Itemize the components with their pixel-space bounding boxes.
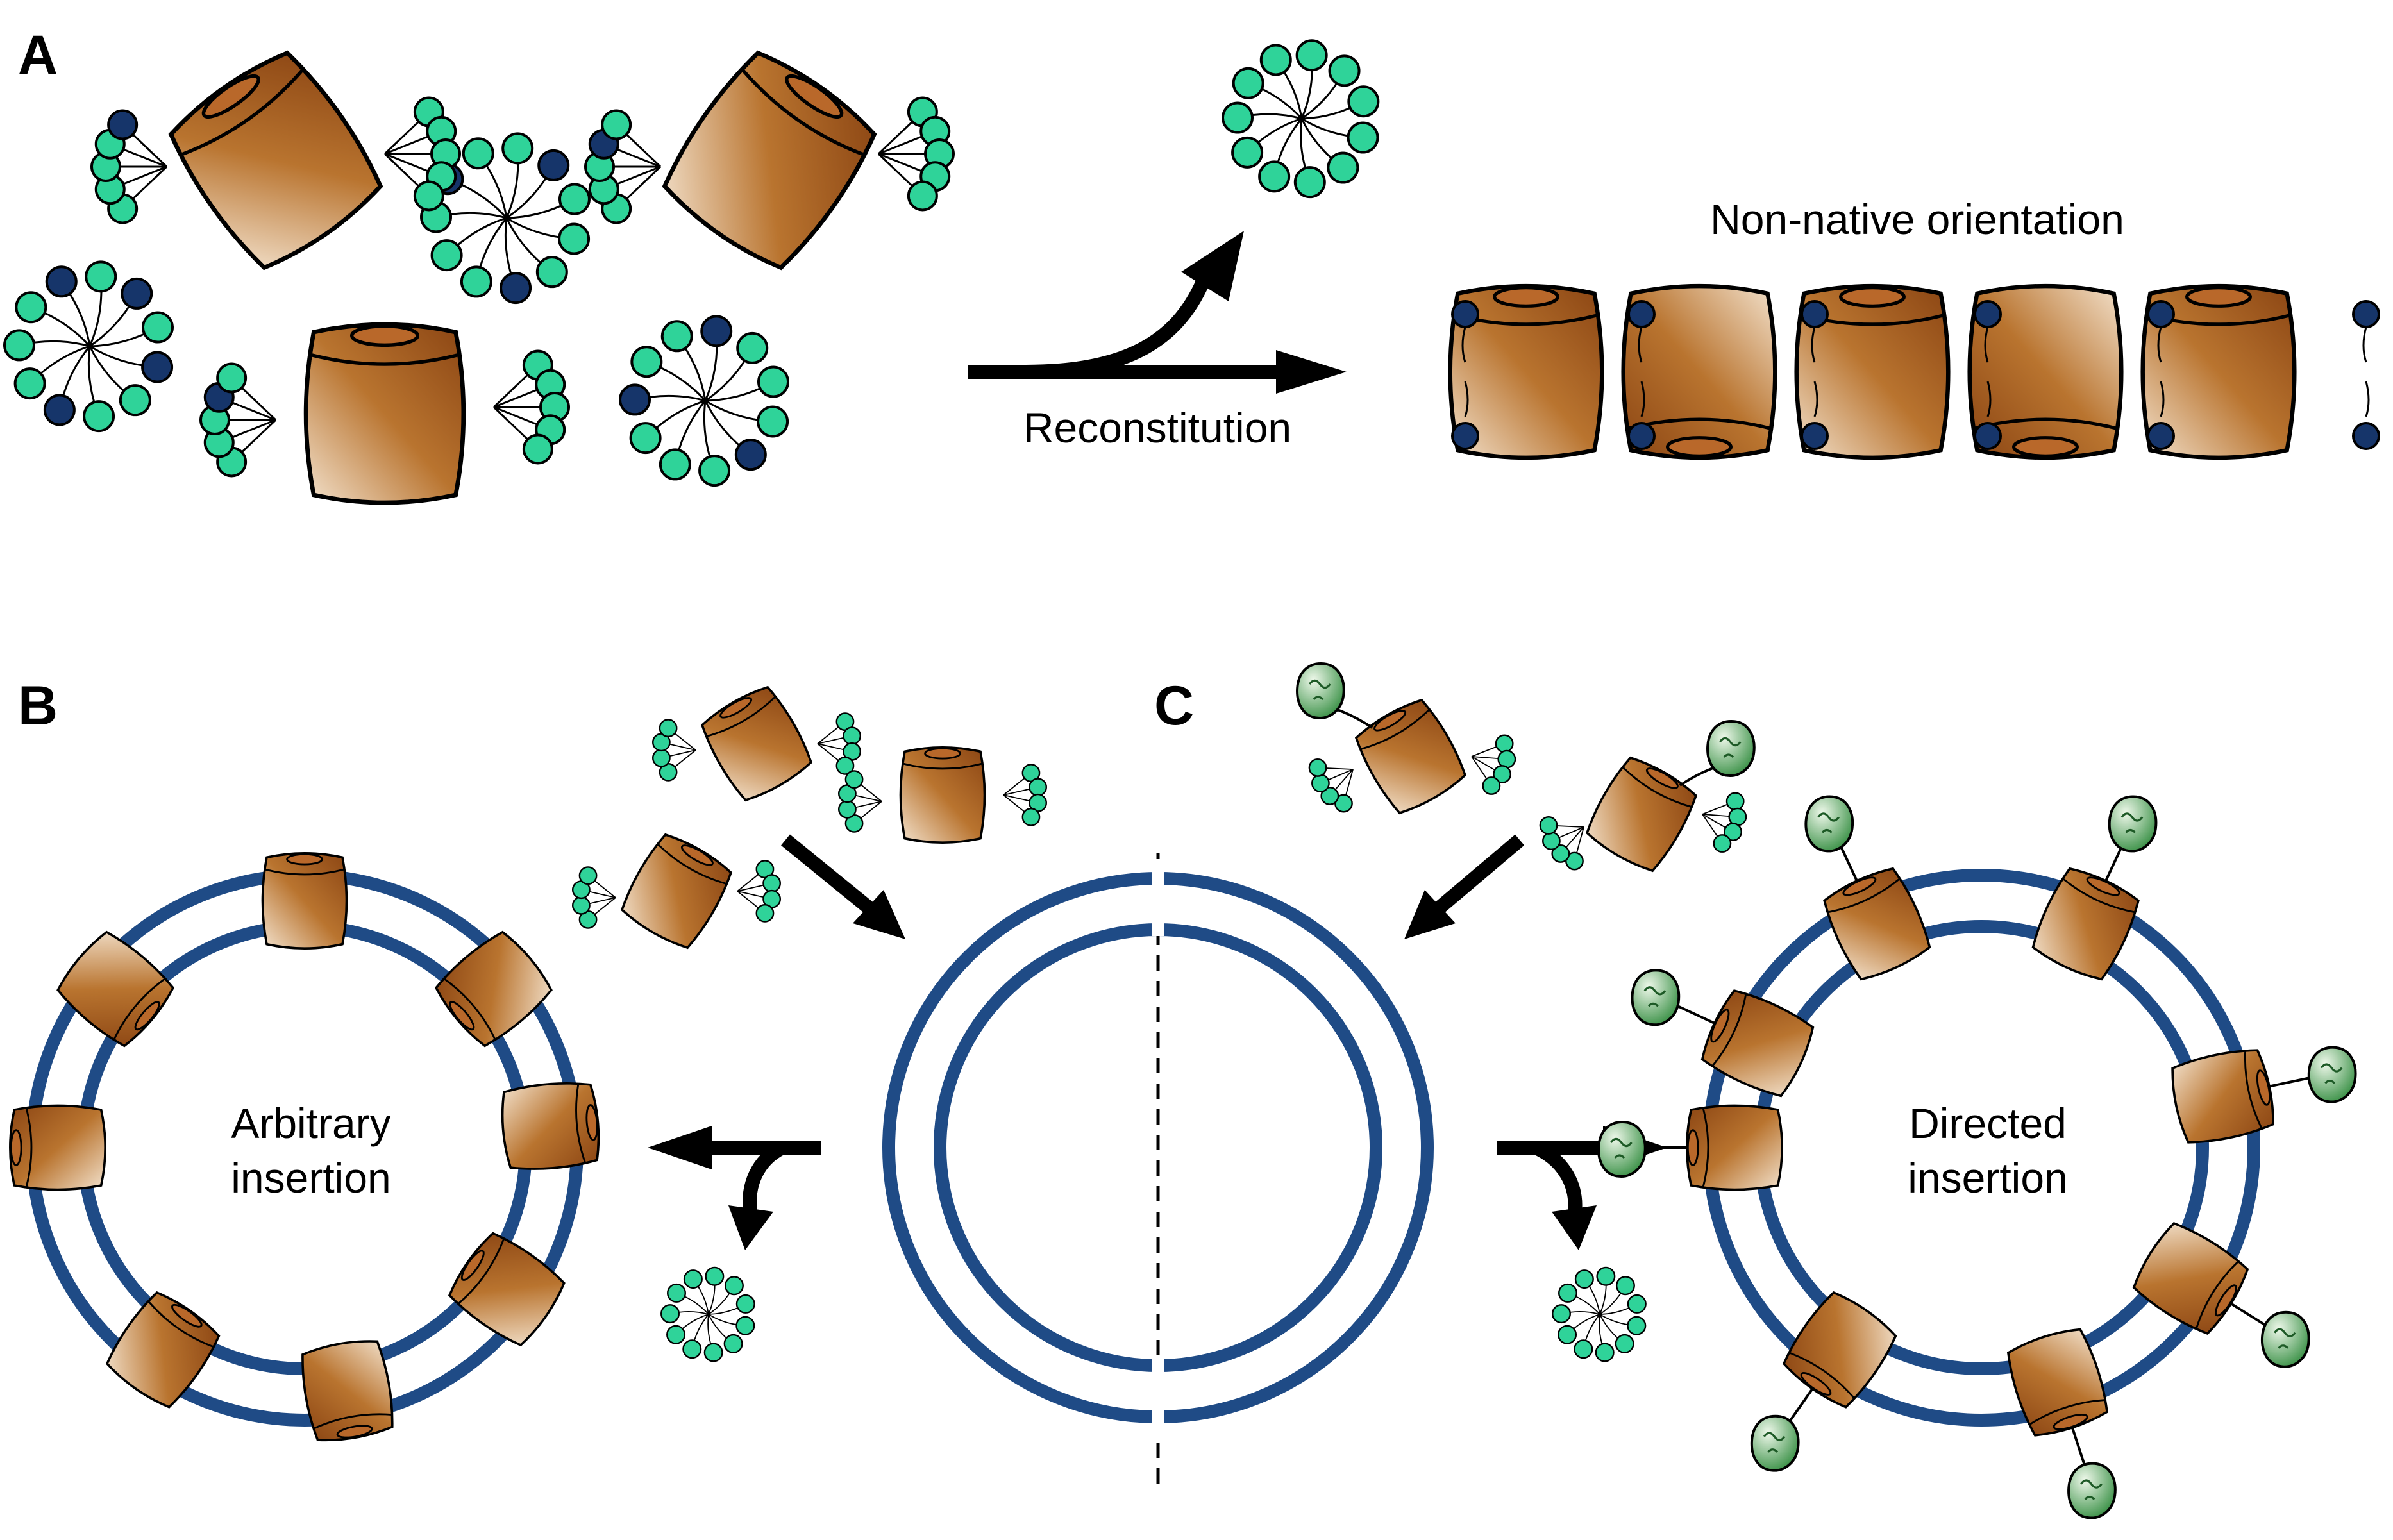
- empty-liposome: [882, 859, 1434, 1436]
- protein-icon: [9, 1104, 106, 1191]
- lipid-pair-icon: [1974, 300, 2002, 450]
- panel-a: Reconstitution Non-native orientation: [3, 39, 2380, 503]
- protein-icon: [296, 1335, 399, 1446]
- detergent-protein-complex: [90, 42, 461, 279]
- tagged-detergent-protein-complex: [1297, 664, 1516, 820]
- micelle-icon: [619, 315, 789, 487]
- affinity-tag-icon: [1806, 796, 1852, 851]
- protein-icon: [442, 1226, 571, 1352]
- reconstitution-label: Reconstitution: [1023, 404, 1291, 451]
- directed-insertion-line1: Directed: [1909, 1100, 2067, 1147]
- proteoliposome-arbitrary: [9, 852, 603, 1446]
- protein-icon: [1580, 751, 1703, 878]
- tagged-detergent-protein-complex: [1539, 721, 1754, 878]
- protein-icon: [51, 925, 180, 1053]
- micelle-icon: [1552, 1266, 1647, 1362]
- affinity-tag-icon: [1633, 970, 1679, 1025]
- lipid-pair-icon: [2147, 300, 2175, 450]
- protein-icon: [100, 1285, 226, 1414]
- lipid-pair-icon: [1451, 300, 1479, 450]
- panel-b: Arbitrary insertion: [9, 680, 1048, 1446]
- affinity-tag-icon: [1752, 1416, 1799, 1471]
- panel-label-b: B: [18, 675, 58, 737]
- micelle-icon: [420, 132, 591, 305]
- protein-icon: [498, 1078, 603, 1173]
- affinity-tag-icon: [2309, 1048, 2356, 1102]
- affinity-tag-icon: [1708, 721, 1754, 776]
- panel-label-a: A: [18, 24, 58, 86]
- directed-insertion-line2: insertion: [1908, 1154, 2067, 1201]
- affinity-tag-icon: [1297, 664, 1344, 718]
- affinity-tag-icon: [2110, 796, 2156, 851]
- detergent-protein-complex: [837, 746, 1048, 844]
- insertion-arrow-c: [1404, 834, 1525, 939]
- detergent-protein-complex: [651, 680, 862, 807]
- protein-icon: [1777, 1285, 1903, 1414]
- protein-icon: [654, 42, 886, 279]
- protein-icon: [306, 324, 464, 503]
- micelle-icon: [3, 260, 174, 433]
- lipid-pair-icon: [1801, 300, 1829, 450]
- proteoliposome-directed: [1599, 796, 2355, 1518]
- incoming-tagged-proteins-c: [1297, 664, 1754, 878]
- non-native-orientation-label: Non-native orientation: [1710, 196, 2124, 243]
- affinity-tag-icon: [1599, 1122, 1645, 1176]
- affinity-tag-icon: [2262, 1312, 2309, 1367]
- lipid-pair-icon: [2352, 300, 2380, 450]
- arbitrary-insertion-line2: insertion: [231, 1154, 390, 1201]
- protein-icon: [615, 828, 738, 955]
- detergent-protein-complex: [584, 42, 955, 279]
- affinity-tag-icon: [2069, 1464, 2115, 1518]
- micelle-icon: [1222, 39, 1380, 199]
- protein-icon: [695, 680, 818, 807]
- protein-icon: [261, 852, 348, 950]
- protein-icon: [899, 746, 986, 844]
- protein-icon: [160, 42, 392, 279]
- solubilized-proteins-a: [90, 42, 955, 503]
- micelle-icon: [660, 1266, 755, 1362]
- protein-icon: [429, 925, 558, 1053]
- panel-c: Directed insertion: [1297, 664, 2355, 1518]
- protein-icon: [1349, 693, 1472, 820]
- protein-icon: [1686, 1104, 1783, 1191]
- detergent-protein-complex: [571, 828, 782, 955]
- micelle-group-a: [3, 39, 1380, 487]
- panel-label-c: C: [1154, 675, 1194, 737]
- released-micelle-c: [1552, 1266, 1647, 1362]
- lipid-pair-icon: [1627, 300, 1656, 450]
- planar-bilayer: [1450, 286, 2380, 458]
- released-micelle-b: [660, 1266, 755, 1362]
- detergent-protein-complex: [199, 324, 570, 503]
- insertion-arrow-b: [781, 834, 905, 939]
- incoming-proteins-b: [571, 680, 1048, 955]
- reconstitution-arrow: [968, 231, 1347, 394]
- output-arrow-b: [648, 1126, 821, 1250]
- arbitrary-insertion-line1: Arbitrary: [231, 1100, 390, 1147]
